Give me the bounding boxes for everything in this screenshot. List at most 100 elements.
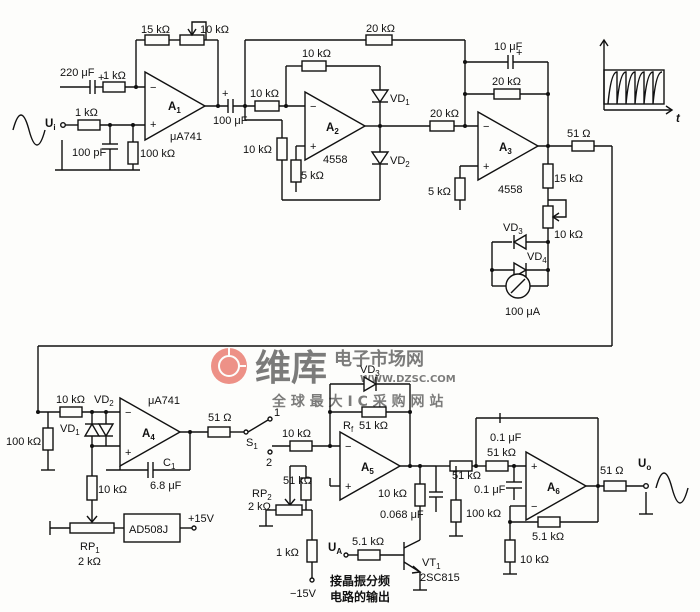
caption-line-2: 电路的输出 [330,589,390,604]
opamp-a3-label: A [499,142,507,154]
opamp-a3 [477,110,540,182]
resistor-20k-top-label: 20 kΩ [366,23,395,35]
resistor-100k-b [42,427,54,451]
resistor-100k-b-label: 100 kΩ [6,436,41,448]
svg-text:+: + [310,141,316,153]
transistor-vt1-label: VT [422,557,436,569]
cap-100uf-label: 100 μF [213,115,248,127]
resistor-10k-gnd2-label: 10 kΩ [243,144,272,156]
watermark-logo-icon [211,348,247,384]
pot-rp2-value: 2 kΩ [248,501,271,513]
resistor-5k1-a-label: 5.1 kΩ [352,536,384,548]
input-u: U [45,118,53,130]
resistor-51-a [571,140,595,152]
resistor-51k-d-label: 51 kΩ [487,447,516,459]
resistor-20k-in3-label: 20 kΩ [430,108,459,120]
resistor-51-b [207,426,231,438]
opamp-a2-part: 4558 [323,154,347,166]
input-u-sub: i [53,123,55,132]
chip-ad508j [123,513,181,543]
resistor-5k-b [454,177,466,201]
pot-rp2 [275,504,303,516]
resistor-10k-e [414,483,426,507]
resistor-20k-fb3-label: 20 kΩ [492,76,521,88]
resistor-10k-f [504,539,516,563]
resistor-5k-a-label: 5 kΩ [301,170,324,182]
resistor-10k-in4-label: 10 kΩ [56,394,85,406]
switch-s1-pos1: 1 [274,407,280,419]
stage-a1: Ui 1 kΩ 100 pF 100 kΩ + 220 μF 1 kΩ [12,21,248,171]
svg-text:A3: A3 [499,142,512,156]
diode-vd1-b-label: VD [60,423,75,435]
watermark: 维库 电子市场网 WWW.DZSC.COM 全 球 最 大 I C 采 购 网 … [211,348,456,410]
svg-text:−: − [150,82,156,94]
resistor-10k-in2-label: 10 kΩ [250,88,279,100]
output-terminal [643,483,650,490]
svg-text:VD1: VD1 [60,423,80,437]
svg-text:+: + [125,447,131,459]
opamp-a2 [304,90,367,162]
resistor-100k-c-label: 100 kΩ [466,508,501,520]
opamp-a5-label: A [361,462,369,474]
resistor-10k-fb2-label: 10 kΩ [302,48,331,60]
transistor-vt1-part: 2SC815 [420,572,460,584]
svg-text:−: − [483,121,489,133]
svg-text:VD4: VD4 [527,251,547,265]
diode-vd3 [512,233,527,251]
cap-10uf-label: 10 μF [494,41,523,53]
svg-text:A5: A5 [361,462,374,476]
resistor-20k-fb3 [493,88,521,100]
svg-text:VD1: VD1 [390,93,410,107]
resistor-5k1-b [537,516,561,528]
resistor-10k-in2 [254,100,280,112]
resistor-51k-c-label: 51 kΩ [452,470,481,482]
resistor-20k-in3 [429,120,455,132]
svg-text:+: + [516,47,522,59]
waveform-time-label: t [676,113,681,125]
resistor-15k-b-label: 15 kΩ [554,173,583,185]
svg-text:+: + [98,72,104,84]
resistor-10k-in5-label: 10 kΩ [282,428,311,440]
cap-01uf-a-label: 0.1 μF [490,432,522,444]
pot-rp1 [69,522,115,534]
resistor-51-c [603,480,627,492]
opamp-a5 [339,430,402,502]
diode-vd3-b-label: VD [360,364,375,376]
ua-label: U [328,542,336,554]
pot-10k-fb [179,34,205,46]
waveform-envelope [603,69,665,105]
cap-100pf-label: 100 pF [72,147,107,159]
diode-vd1-label: VD [390,93,405,105]
svg-text:VD2: VD2 [94,394,114,408]
resistor-15k-fb [144,34,170,46]
svg-text:VD3: VD3 [503,222,523,236]
resistor-51-a-label: 51 Ω [567,128,591,140]
resistor-5k-a [290,159,302,183]
supply-minus15-label: −15V [290,588,317,600]
resistor-51-b-label: 51 Ω [208,412,232,424]
pot-10k-fb-label: 10 kΩ [200,24,229,36]
opamp-a6 [525,450,588,522]
opamp-a4-label: A [142,428,150,440]
stage-a2: 10 kΩ − + A2 4558 5 kΩ 10 kΩ 10 kΩ [233,48,410,201]
resistor-100k-c [450,499,462,523]
opamp-a1 [144,70,207,142]
resistor-rf-label: R [343,420,351,432]
pot-rp1-value: 2 kΩ [78,556,101,568]
switch-s1-pos2: 2 [266,457,272,469]
svg-text:−: − [125,407,131,419]
pot-rp1-label: RP [80,541,95,553]
svg-text:S1: S1 [246,437,258,451]
svg-text:C1: C1 [163,457,176,471]
resistor-10k-e-label: 10 kΩ [378,488,407,500]
caption-line-1: 接晶振分频 [330,573,390,588]
input-terminal [60,121,67,128]
chip-ad508j-label: AD508J [129,524,168,536]
waveform-inset: t [599,38,681,125]
svg-text:+: + [483,161,489,173]
output-sine-wave-icon [655,472,689,504]
diode-vd1-b [83,422,101,437]
opamp-a3-part: 4558 [498,184,522,196]
resistor-rf-value: 51 kΩ [359,420,388,432]
